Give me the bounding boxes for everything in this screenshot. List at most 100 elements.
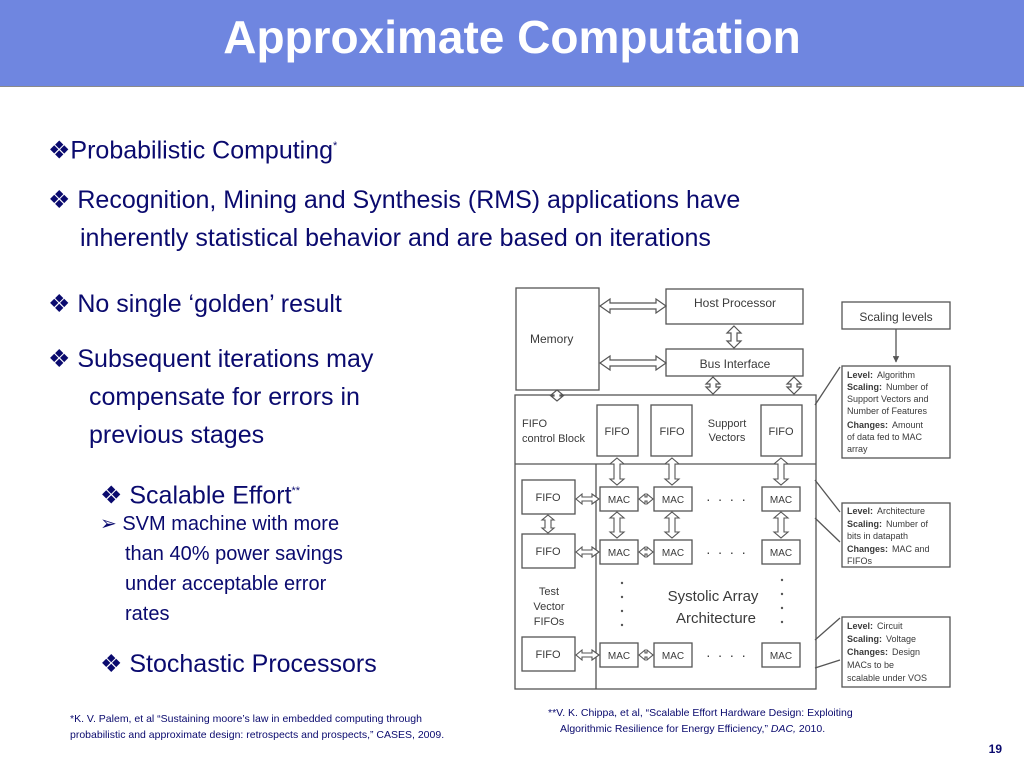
mac-label-3-2: MAC	[662, 651, 684, 662]
support-vectors-label-2: Vectors	[709, 432, 746, 444]
svg-text:of data fed to MAC: of data fed to MAC	[847, 432, 923, 442]
mac-label-1-2: MAC	[662, 495, 684, 506]
title-bar	[0, 0, 1024, 87]
double-arrow-memory-down	[549, 389, 565, 402]
double-arrow-test-fifo-1	[540, 514, 556, 534]
mac-label-2-1: MAC	[608, 548, 630, 559]
systolic-label-2: Architecture	[676, 610, 756, 627]
svg-text:FIFOs: FIFOs	[847, 556, 872, 566]
subbullet-svm-line3: under acceptable error	[125, 573, 327, 595]
fifo-support-label-1: FIFO	[604, 426, 629, 438]
test-fifo-2	[521, 533, 576, 569]
mac-1-1	[599, 486, 639, 512]
bullet-marker-icon: ❖	[48, 136, 71, 165]
mac-dots-row-2: . . . .	[706, 541, 747, 557]
double-arrow-fifo-mac-3	[772, 457, 790, 486]
double-arrow-mac-v-2	[663, 511, 681, 539]
test-vector-label-3: FIFOs	[534, 616, 565, 628]
mac-label-3-1: MAC	[608, 651, 630, 662]
double-arrow-bus-right	[785, 376, 803, 395]
main-block-box	[514, 394, 817, 690]
host-processor-label: Host Processor	[694, 296, 776, 310]
mac-2-1	[599, 539, 639, 565]
svg-text:Scaling:Number of: Scaling:Number of	[847, 382, 929, 392]
bullet-iterations: ❖ Subsequent iterations may	[48, 345, 374, 373]
svg-text:Level:Algorithm: Level:Algorithm	[847, 370, 915, 380]
bullet-marker-icon: ❖	[100, 650, 123, 678]
mac-label-3-3: MAC	[770, 651, 792, 662]
double-arrow-mac-h-1	[638, 492, 654, 506]
svg-text:MACs to be: MACs to be	[847, 660, 894, 670]
mac-dots-row-3: . . . .	[706, 644, 747, 660]
page-number: 19	[988, 742, 1002, 756]
svg-text:scalable under VOS: scalable under VOS	[847, 673, 927, 683]
mac-1-3	[761, 486, 801, 512]
mac-1-2	[653, 486, 693, 512]
subbullet-svm-line4: rates	[125, 603, 170, 625]
arrow-marker-icon: ➢	[100, 513, 117, 535]
bullet-rms: ❖ Recognition, Mining and Synthesis (RMS…	[48, 186, 741, 214]
mac-3-2	[653, 642, 693, 668]
mac-label-1-3: MAC	[770, 495, 792, 506]
bullet-marker-icon: ❖	[100, 481, 123, 510]
fifo-control-label-2: control Block	[522, 433, 585, 445]
bullet-rms-line2: inherently statistical behavior and are …	[80, 224, 711, 252]
bullet-marker-icon: ❖	[48, 186, 71, 214]
memory-label: Memory	[530, 332, 573, 346]
bullet-stochastic: ❖ Stochastic Processors	[100, 650, 377, 678]
fifo-support-label-3: FIFO	[768, 426, 793, 438]
bullet-iterations-line2: compensate for errors in	[89, 383, 360, 411]
bullet-marker-icon: ❖	[48, 290, 71, 318]
scaling-levels-label: Scaling levels	[859, 310, 932, 324]
bullet-probabilistic: ❖Probabilistic Computing*	[48, 136, 338, 165]
bullet-marker-icon: ❖	[48, 345, 71, 373]
fifo-control-label-1: FIFO	[522, 418, 547, 430]
fifo-support-1	[596, 404, 639, 457]
test-vector-label-1: Test	[539, 586, 559, 598]
bullet-iterations-line3: previous stages	[89, 421, 265, 449]
double-arrow-memory-bus	[598, 354, 668, 372]
fifo-support-3	[760, 404, 803, 457]
mac-2-3	[761, 539, 801, 565]
bus-interface-label: Bus Interface	[700, 357, 771, 371]
svg-text:Changes:Design: Changes:Design	[847, 647, 920, 657]
mac-dots-row-1: . . . .	[706, 488, 747, 504]
test-fifo-3	[521, 636, 576, 672]
level-box-algorithm	[841, 365, 951, 459]
double-arrow-bus-left	[704, 376, 722, 395]
fifo-support-label-2: FIFO	[659, 426, 684, 438]
footnote-left: *K. V. Palem, et al “Sustaining moore’s …	[70, 713, 445, 741]
level-box-architecture	[841, 502, 951, 568]
level-box-circuit	[841, 616, 951, 688]
svg-text:array: array	[847, 444, 868, 454]
double-arrow-memory-host	[598, 297, 668, 315]
mac-2-2	[653, 539, 693, 565]
mac-label-2-3: MAC	[770, 548, 792, 559]
mac-3-1	[599, 642, 639, 668]
subbullet-svm-line2: than 40% power savings	[125, 543, 343, 565]
svg-text:Number of Features: Number of Features	[847, 406, 928, 416]
test-fifo-label-1: FIFO	[535, 492, 560, 504]
test-fifo-label-3: FIFO	[535, 649, 560, 661]
double-arrow-fifo-mac-h-1	[575, 492, 600, 506]
double-arrow-fifo-mac-h-2	[575, 545, 600, 559]
double-arrow-fifo-mac-2	[663, 457, 681, 486]
double-arrow-mac-v-1	[608, 511, 626, 539]
mac-label-1-1: MAC	[608, 495, 630, 506]
double-arrow-mac-h-3	[638, 648, 654, 662]
svg-text:Changes:MAC and: Changes:MAC and	[847, 544, 930, 554]
svg-text:Scaling:Number of: Scaling:Number of	[847, 519, 929, 529]
slide-title: Approximate Computation	[223, 11, 801, 63]
mac-label-2-2: MAC	[662, 548, 684, 559]
svg-text:Changes:Amount: Changes:Amount	[847, 420, 924, 430]
double-arrow-fifo-mac-h-3	[575, 648, 600, 662]
double-arrow-mac-v-3	[772, 511, 790, 539]
systolic-label-1: Systolic Array	[668, 588, 759, 605]
svg-text:Level:Architecture: Level:Architecture	[847, 506, 925, 516]
bullet-golden: ❖ No single ‘golden’ result	[48, 290, 342, 318]
test-vector-label-2: Vector	[533, 601, 565, 613]
svg-text:Level:Circuit: Level:Circuit	[847, 621, 903, 631]
fifo-support-2	[650, 404, 693, 457]
double-arrow-fifo-mac-1	[608, 457, 626, 486]
